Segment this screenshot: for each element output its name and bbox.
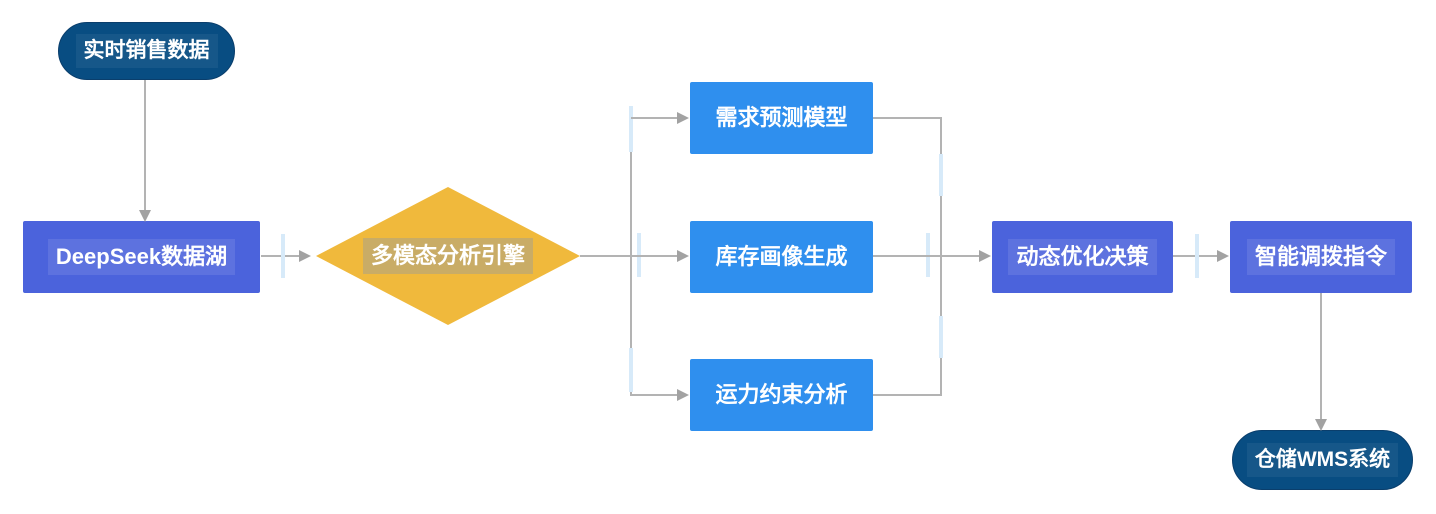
edge-source-datalake	[144, 80, 146, 211]
node-label: 仓储WMS系统	[1246, 442, 1399, 478]
arrowhead-icon	[677, 250, 689, 262]
edge-tick	[939, 316, 943, 358]
edge-engine-demand	[631, 117, 677, 119]
edge-tick	[281, 234, 285, 278]
node-label: 需求预测模型	[715, 105, 848, 131]
node-label: DeepSeek数据湖	[47, 239, 236, 275]
edge-tick	[629, 106, 633, 152]
arrowhead-icon	[299, 250, 311, 262]
node-capacity-constraint-analysis: 运力约束分析	[690, 359, 873, 431]
edge-engine-capacity	[631, 394, 677, 396]
node-multimodal-analysis-engine: 多模态分析引擎	[316, 187, 580, 325]
arrowhead-icon	[139, 210, 151, 222]
arrowhead-icon	[979, 250, 991, 262]
edge-datalake-engine	[261, 255, 299, 257]
edge-merge-decision	[873, 255, 979, 257]
node-label: 实时销售数据	[75, 33, 218, 69]
node-label: 库存画像生成	[715, 244, 848, 270]
node-deepseek-datalake: DeepSeek数据湖	[23, 221, 260, 293]
arrowhead-icon	[1315, 419, 1327, 431]
node-label: 智能调拨指令	[1246, 239, 1395, 275]
arrowhead-icon	[1217, 250, 1229, 262]
node-dynamic-optimization-decision: 动态优化决策	[992, 221, 1173, 293]
edge-tick	[939, 154, 943, 196]
edge-demand-merge	[873, 117, 942, 119]
node-smart-allocation-command: 智能调拨指令	[1230, 221, 1412, 293]
edge-capacity-merge	[873, 394, 942, 396]
arrowhead-icon	[677, 389, 689, 401]
edge-engine-inventory	[631, 255, 677, 257]
node-demand-forecast-model: 需求预测模型	[690, 82, 873, 154]
edge-command-wms	[1320, 293, 1322, 420]
node-label: 运力约束分析	[715, 382, 848, 408]
node-label: 多模态分析引擎	[362, 238, 533, 274]
edge-tick	[629, 348, 633, 392]
node-realtime-sales-data: 实时销售数据	[58, 22, 235, 80]
edge-tick	[1195, 234, 1199, 278]
node-warehouse-wms-system: 仓储WMS系统	[1232, 430, 1413, 490]
arrowhead-icon	[677, 112, 689, 124]
node-label: 动态优化决策	[1008, 239, 1157, 275]
edge-engine-branch	[580, 255, 632, 257]
node-inventory-profile-generation: 库存画像生成	[690, 221, 873, 293]
